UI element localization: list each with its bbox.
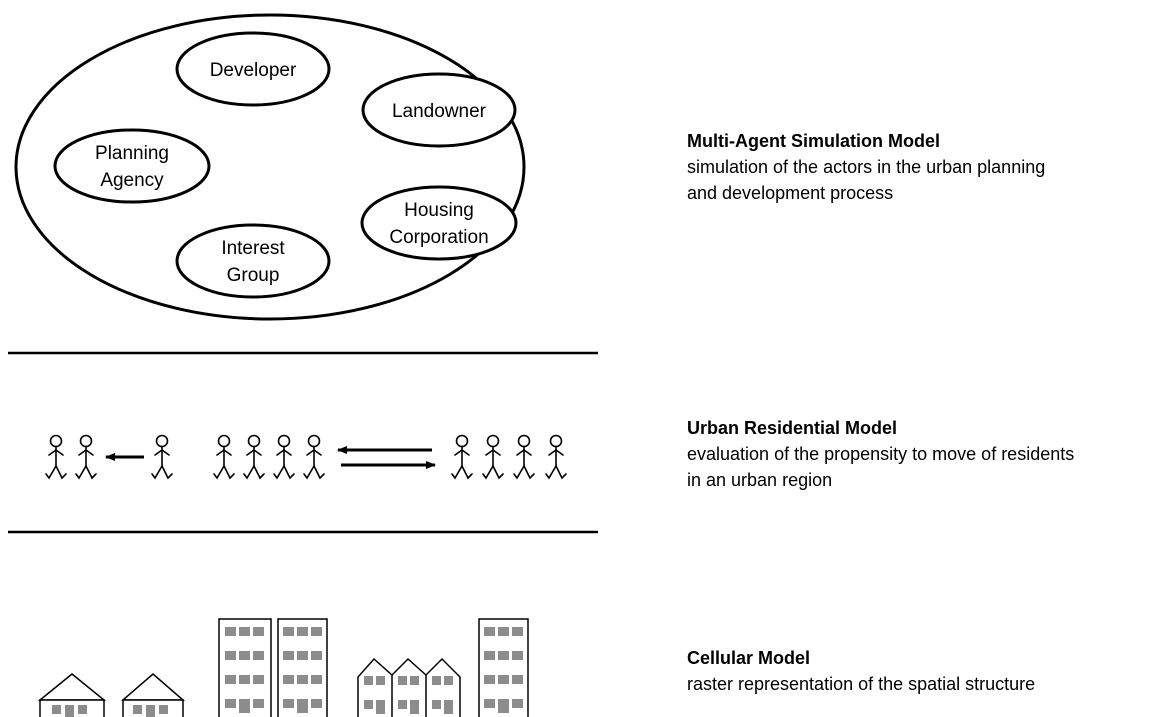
actor-landowner: Landowner [361,72,517,148]
building-house-1 [37,673,107,717]
actor-interest-group: Interest Group [175,223,331,299]
actor-housing-corporation-label-2: Corporation [389,227,488,248]
actor-interest-group-label-2: Group [227,265,280,286]
actor-planning-agency-label-1: Planning [95,143,169,164]
building-rowhouses [357,657,461,717]
multi-agent-model-desc-line1: simulation of the actors in the urban pl… [687,157,1046,177]
urban-residential-model-desc-line2: in an urban region [687,470,833,490]
agent-system-ellipse [14,13,526,321]
multi-agent-model-desc-line2: and development process [687,183,894,203]
urban-residential-model-title: Urban Residential Model [687,418,898,438]
building-apartment-3 [478,618,529,717]
actor-housing-corporation: Housing Corporation [360,185,518,261]
stick-figure [451,434,473,480]
cellular-model-desc-line1: raster representation of the spatial str… [687,674,1036,694]
stick-figure [513,434,535,480]
actor-planning-agency-label-2: Agency [100,170,164,191]
stick-figure [75,434,97,480]
resident-figures [45,434,567,480]
building-apartment-2 [277,618,328,717]
stick-figure [45,434,67,480]
actor-planning-agency: Planning Agency [53,128,211,204]
actor-developer-label: Developer [210,60,297,81]
actor-landowner-label: Landowner [392,101,487,122]
stick-figure [482,434,504,480]
building-apartment-1 [218,618,272,717]
stick-figure [213,434,235,480]
urban-residential-model-desc-line1: evaluation of the propensity to move of … [687,444,1075,464]
actor-developer: Developer [175,31,331,107]
stick-figure [273,434,295,480]
building-house-2 [120,673,186,717]
cellular-model-title: Cellular Model [687,648,811,668]
stick-figure [545,434,567,480]
urban-residential-model-label: Urban Residential Model evaluation of th… [687,415,1147,493]
stick-figure [243,434,265,480]
stick-figure [303,434,325,480]
multi-agent-model-title: Multi-Agent Simulation Model [687,131,940,151]
cellular-model-label: Cellular Model raster representation of … [687,645,1147,697]
stick-figure [151,434,173,480]
actor-housing-corporation-label-1: Housing [404,200,474,221]
actor-interest-group-label-1: Interest [221,238,285,259]
multi-agent-model-label: Multi-Agent Simulation Model simulation … [687,128,1147,206]
